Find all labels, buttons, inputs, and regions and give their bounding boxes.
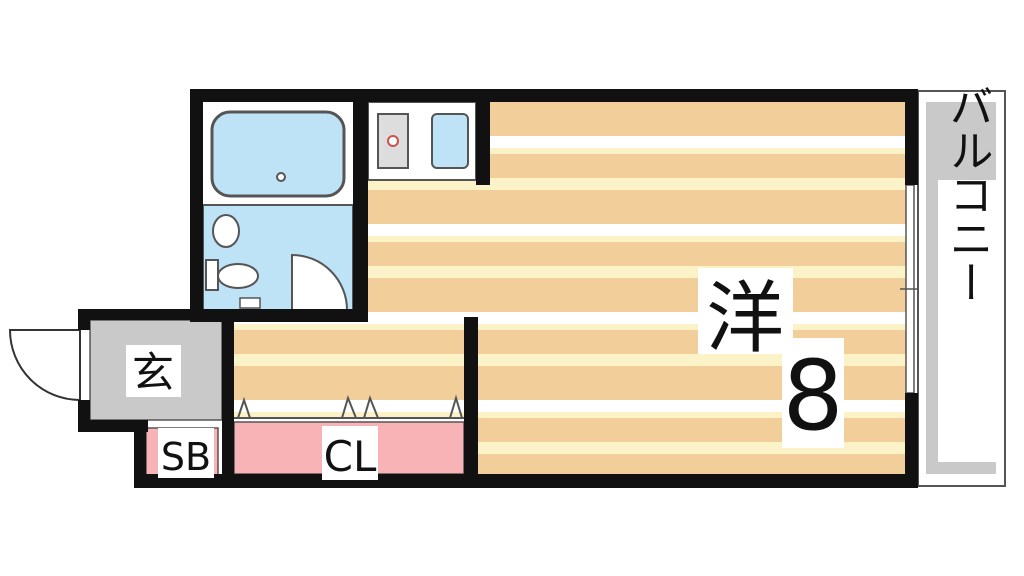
svg-text:玄: 玄 xyxy=(132,348,174,397)
sink-icon xyxy=(431,113,469,169)
svg-text:洋: 洋 xyxy=(706,274,784,364)
closet-door-marks xyxy=(237,394,463,419)
bathroom xyxy=(202,102,354,311)
balcony-label: バルコニー xyxy=(938,84,996,462)
hallway-floor xyxy=(234,322,464,418)
bathtub-icon xyxy=(210,110,346,198)
washbasin-icon xyxy=(212,214,240,248)
western-room-size: 8 xyxy=(782,338,844,452)
entrance-door-swing xyxy=(8,329,81,402)
toilet-icon xyxy=(217,263,259,289)
western-room-label: 洋 xyxy=(698,268,793,364)
svg-text:CL: CL xyxy=(324,432,377,481)
entrance xyxy=(8,319,223,421)
svg-text:8: 8 xyxy=(782,340,843,452)
closet-label: CL xyxy=(322,426,378,481)
svg-text:SB: SB xyxy=(161,435,211,479)
entrance-label: 玄 xyxy=(126,345,181,397)
bath-door-swing xyxy=(291,253,349,311)
kitchen-counter xyxy=(367,101,477,181)
shoe-box-label: SB xyxy=(158,428,214,479)
svg-text:バルコニー: バルコニー xyxy=(942,84,993,304)
